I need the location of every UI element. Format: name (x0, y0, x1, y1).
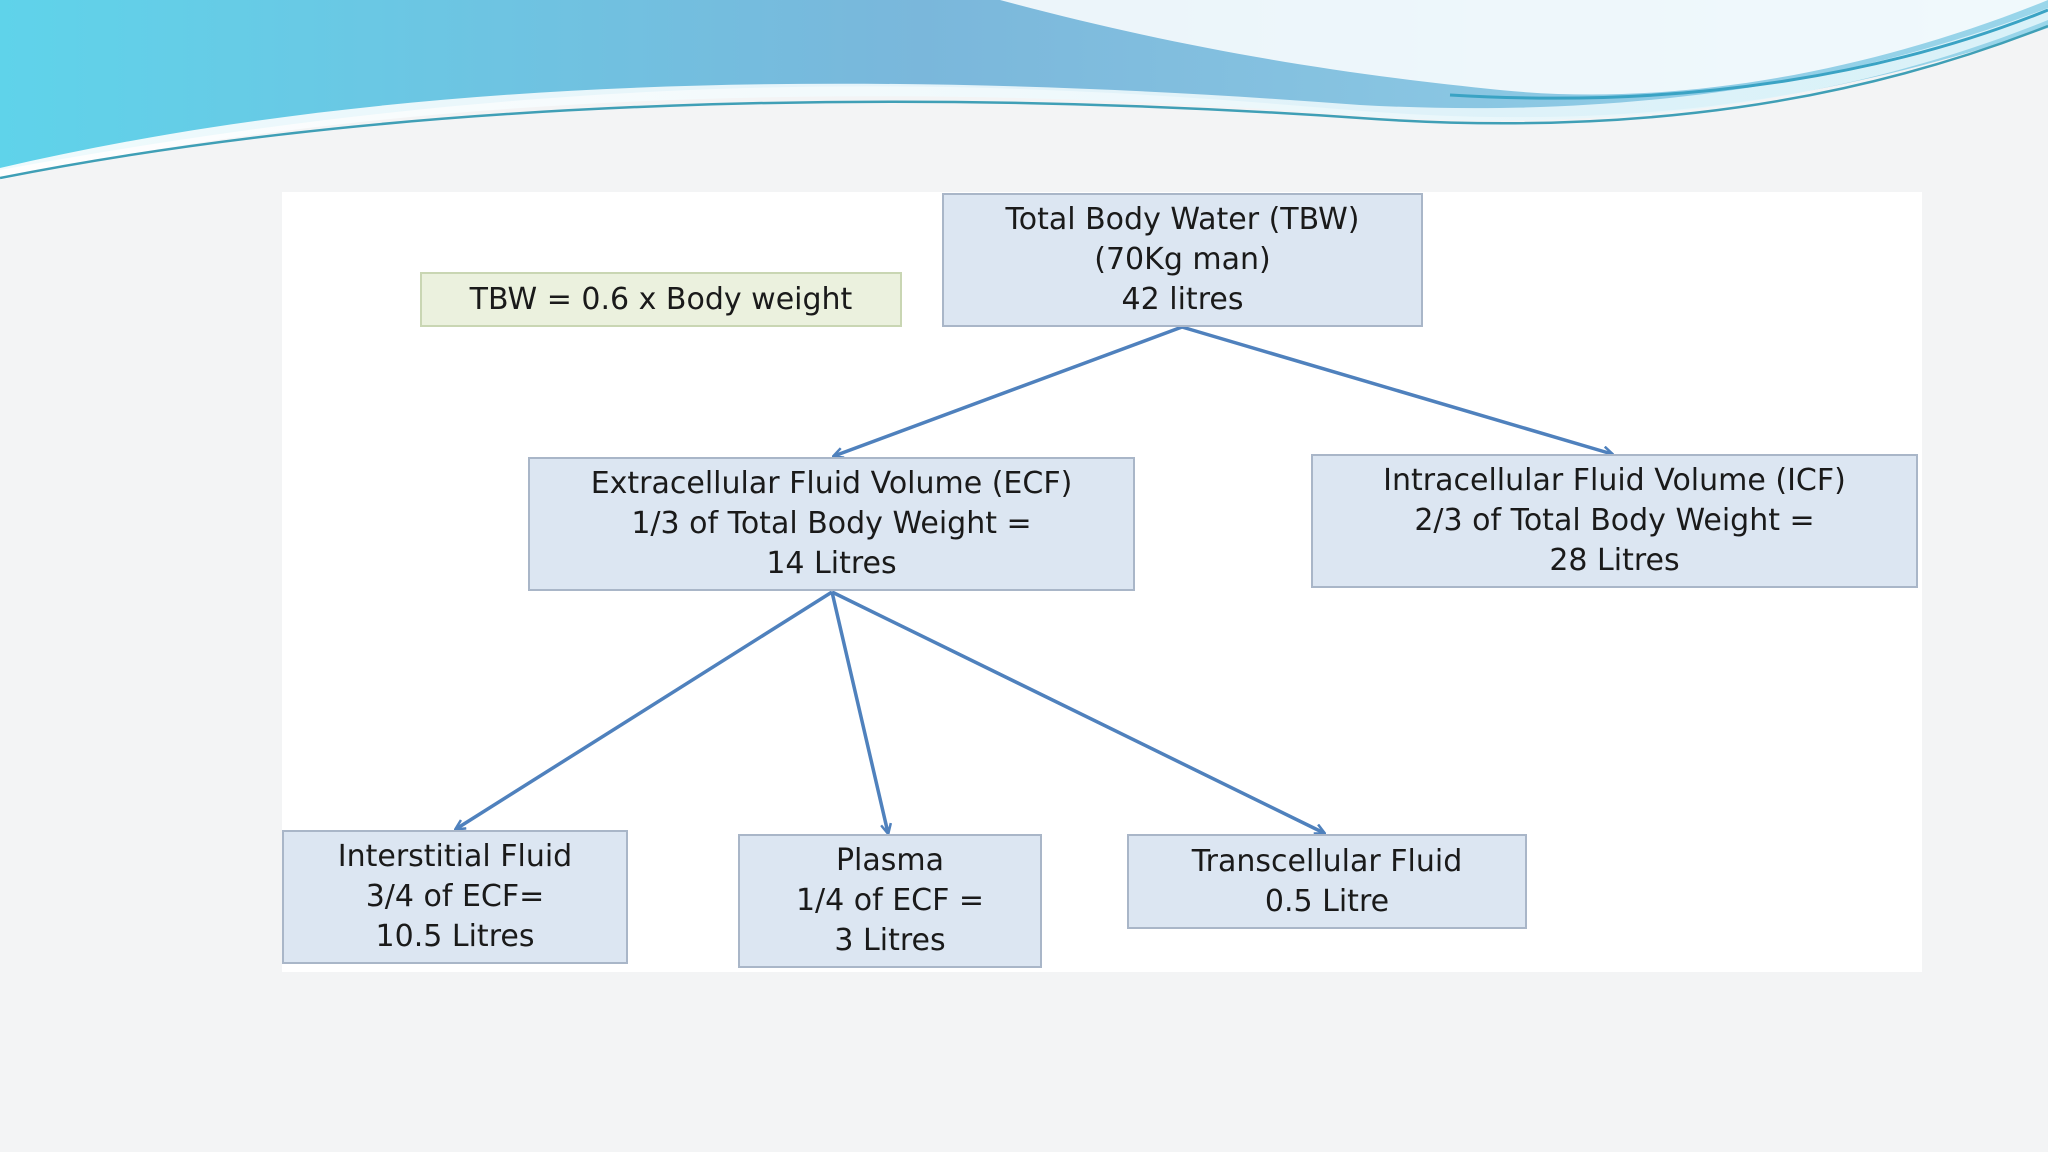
node-plasma-line-1: Plasma (835, 843, 945, 878)
edge-tbw-to-icf (1181, 325, 1612, 454)
node-intracellular-fluid-line-3: 28 Litres (1549, 543, 1680, 578)
header-wave-decoration (0, 0, 2048, 180)
node-interstitial-fluid: Interstitial Fluid 3/4 of ECF= 10.5 Litr… (282, 830, 628, 964)
node-intracellular-fluid-line-1: Intracellular Fluid Volume (ICF) (1383, 463, 1846, 498)
node-interstitial-fluid-line-3: 10.5 Litres (375, 919, 535, 954)
node-total-body-water: Total Body Water (TBW) (70Kg man) 42 lit… (942, 193, 1423, 327)
edge-tbw-to-ecf (834, 325, 1183, 456)
node-intracellular-fluid-line-2: 2/3 of Total Body Weight = (1414, 503, 1815, 538)
edge-ecf-to-plasma (830, 591, 888, 833)
node-extracellular-fluid-line-3: 14 Litres (766, 546, 897, 581)
node-interstitial-fluid-line-2: 3/4 of ECF= (365, 879, 545, 914)
node-transcellular-fluid-line-1: Transcellular Fluid (1191, 843, 1463, 879)
node-extracellular-fluid: Extracellular Fluid Volume (ECF) 1/3 of … (528, 457, 1135, 591)
tbw-formula-note: TBW = 0.6 x Body weight (420, 272, 902, 327)
node-plasma: Plasma 1/4 of ECF = 3 Litres (738, 834, 1042, 968)
node-transcellular-fluid: Transcellular Fluid 0.5 Litre (1127, 834, 1527, 929)
node-interstitial-fluid-line-1: Interstitial Fluid (337, 839, 573, 874)
node-extracellular-fluid-line-2: 1/3 of Total Body Weight = (631, 506, 1032, 541)
edge-ecf-to-transcellular (831, 590, 1324, 833)
node-total-body-water-line-2: (70Kg man) (1094, 242, 1271, 277)
node-total-body-water-line-3: 42 litres (1121, 282, 1244, 317)
node-plasma-line-3: 3 Litres (834, 923, 946, 958)
edge-ecf-to-interstitial (456, 590, 833, 829)
node-extracellular-fluid-line-1: Extracellular Fluid Volume (ECF) (590, 466, 1073, 501)
node-intracellular-fluid: Intracellular Fluid Volume (ICF) 2/3 of … (1311, 454, 1918, 588)
node-transcellular-fluid-line-2: 0.5 Litre (1264, 883, 1390, 919)
node-total-body-water-line-1: Total Body Water (TBW) (1005, 202, 1360, 237)
node-plasma-line-2: 1/4 of ECF = (795, 883, 985, 918)
